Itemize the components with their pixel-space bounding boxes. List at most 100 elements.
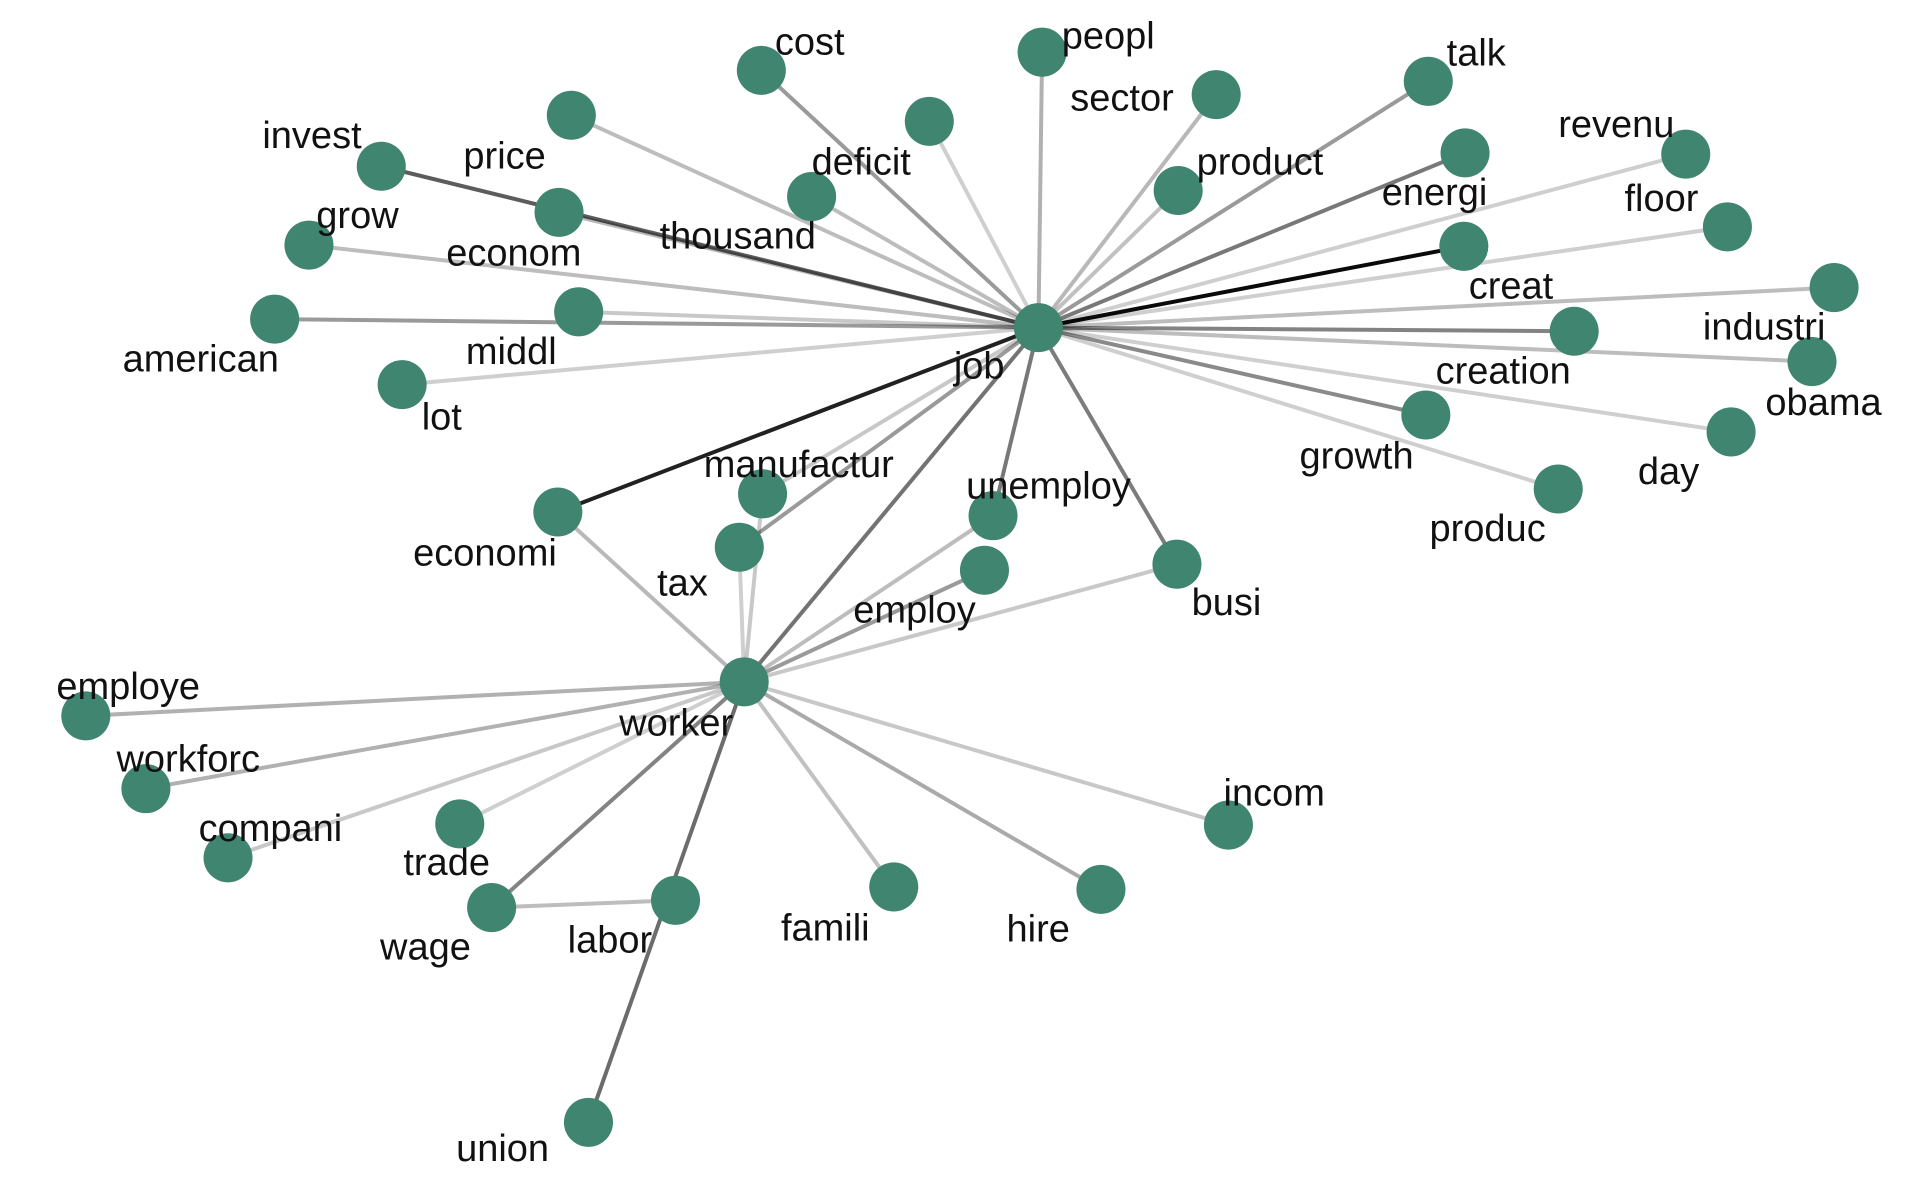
edge-job-middl (576, 309, 1041, 330)
edge-job-worker (742, 325, 1041, 684)
edge-job-peopl (1036, 50, 1045, 330)
label-trade: trade (403, 842, 490, 884)
label-creation: creation (1436, 350, 1571, 392)
label-manufactur: manufactur (704, 444, 894, 486)
label-industri: industri (1703, 307, 1826, 349)
edge-job-price (569, 113, 1041, 330)
node-day (1706, 407, 1756, 457)
edge-job-invest (379, 164, 1041, 330)
node-produc (1533, 464, 1583, 514)
label-cost: cost (775, 22, 845, 64)
label-economi: economi (413, 532, 557, 574)
edge-job-thousand (809, 194, 1041, 330)
edge-worker-compani (226, 679, 747, 860)
edge-job-grow (306, 243, 1041, 330)
node-deficit (904, 96, 954, 146)
edge-wage-labor (489, 898, 678, 910)
label-union: union (456, 1128, 549, 1170)
node-hire (1076, 864, 1126, 914)
edge-worker-manufactur (742, 491, 765, 684)
label-grow: grow (316, 195, 399, 237)
label-talk: talk (1447, 33, 1507, 75)
node-american (250, 294, 300, 344)
edge-job-energi (1036, 150, 1468, 330)
edge-job-industri (1036, 285, 1837, 330)
label-worker: worker (618, 702, 733, 744)
node-famili (869, 862, 919, 912)
node-wage (467, 883, 517, 933)
node-workforc (121, 764, 171, 814)
node-employ (959, 545, 1009, 595)
node-talk (1403, 56, 1453, 106)
node-obama (1787, 337, 1837, 387)
edge-job-econom (557, 210, 1041, 330)
node-layer (61, 27, 1859, 1147)
edge-job-obama (1036, 325, 1815, 364)
label-revenu: revenu (1558, 104, 1674, 146)
node-revenu (1661, 129, 1711, 179)
edge-job-economi (555, 325, 1041, 515)
label-invest: invest (262, 115, 362, 157)
node-unemploy (968, 491, 1018, 541)
edge-job-sector (1036, 92, 1219, 330)
node-union (563, 1097, 613, 1147)
label-creat: creat (1469, 265, 1554, 307)
edge-worker-wage (489, 679, 747, 910)
edge-job-revenu (1036, 152, 1688, 330)
node-growth (1401, 390, 1451, 440)
edge-worker-trade (457, 679, 747, 826)
label-job: job (953, 346, 1005, 388)
node-invest (356, 141, 406, 191)
node-manufactur (738, 469, 788, 519)
label-famili: famili (781, 907, 870, 949)
node-sector (1191, 70, 1241, 120)
node-tax (714, 522, 764, 572)
edge-job-talk (1036, 79, 1431, 330)
edge-worker-famili (742, 679, 896, 889)
node-incom (1203, 800, 1253, 850)
node-lot (377, 360, 427, 410)
node-peopl (1017, 27, 1067, 77)
edge-job-day (1036, 325, 1734, 434)
label-deficit: deficit (812, 142, 912, 184)
node-economi (533, 487, 583, 537)
edge-job-unemploy (991, 325, 1041, 518)
label-employ: employ (853, 589, 976, 631)
edge-job-produc (1036, 325, 1561, 491)
label-growth: growth (1300, 435, 1414, 477)
label-produc: produc (1430, 508, 1546, 550)
label-econom: econom (446, 233, 581, 275)
label-employe: employe (56, 666, 200, 708)
label-wage: wage (379, 927, 471, 969)
node-worker (719, 657, 769, 707)
label-unemploy: unemploy (966, 466, 1131, 508)
label-middl: middl (466, 331, 557, 373)
label-hire: hire (1007, 909, 1070, 951)
label-sector: sector (1070, 77, 1174, 119)
edge-job-lot (400, 325, 1041, 387)
node-trade (435, 799, 485, 849)
node-busi (1152, 539, 1202, 589)
edge-job-creat (1036, 244, 1466, 330)
edge-job-floor (1036, 224, 1730, 330)
edge-job-growth (1036, 325, 1428, 417)
edge-job-cost (759, 68, 1041, 330)
node-econom (534, 187, 584, 237)
edge-job-creation (1036, 325, 1577, 334)
label-peopl: peopl (1062, 16, 1155, 58)
label-tax: tax (657, 563, 708, 605)
edge-worker-incom (742, 679, 1231, 828)
label-day: day (1638, 451, 1699, 493)
node-labor (651, 875, 701, 925)
node-product (1153, 165, 1203, 216)
label-product: product (1197, 142, 1324, 184)
label-labor: labor (568, 919, 653, 961)
edge-worker-employe (83, 679, 747, 718)
label-floor: floor (1624, 178, 1698, 220)
edge-worker-unemploy (742, 513, 996, 684)
node-price (546, 90, 596, 140)
node-employe (61, 691, 111, 741)
label-compani: compani (199, 808, 343, 850)
